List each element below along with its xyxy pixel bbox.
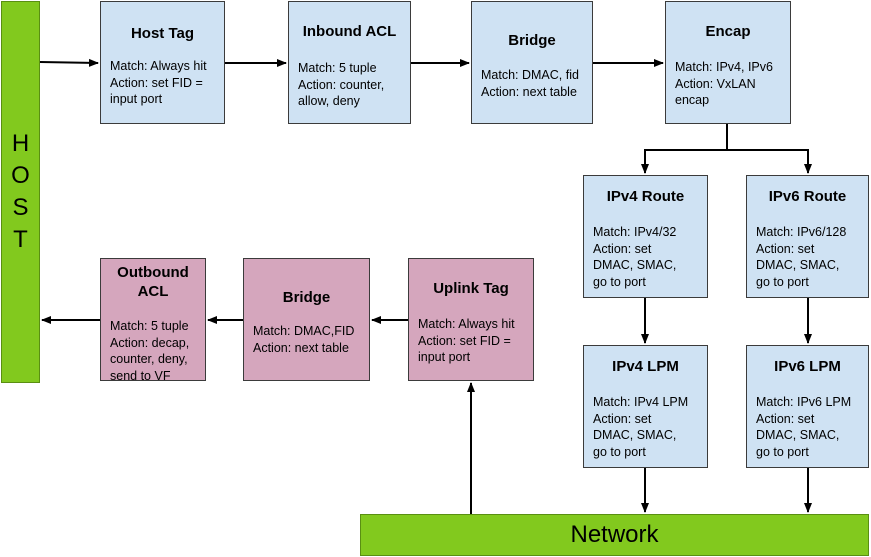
box-body: Match: IPv6 LPM Action: set DMAC, SMAC, … bbox=[756, 395, 852, 459]
box-body: Match: DMAC, fid Action: next table bbox=[481, 68, 579, 99]
network-bar: Network bbox=[360, 514, 869, 556]
box-title: Uplink Tag bbox=[433, 280, 509, 297]
arrow-encap-to-ipv6-route bbox=[727, 149, 812, 174]
box-body: Match: IPv4, IPv6 Action: VxLAN encap bbox=[675, 60, 773, 107]
box-body: Match: 5 tuple Action: decap, counter, d… bbox=[110, 319, 190, 383]
uplink-tag-box: Uplink Tag Match: Always hit Action: set… bbox=[408, 258, 534, 381]
ipv6-route-box: IPv6 Route Match: IPv6/128 Action: set D… bbox=[746, 175, 869, 298]
ipv4-lpm-box: IPv4 LPM Match: IPv4 LPM Action: set DMA… bbox=[583, 345, 708, 468]
host-letter: O bbox=[11, 162, 30, 189]
host-label: H O S T bbox=[2, 2, 39, 382]
box-title: Outbound ACL bbox=[117, 264, 189, 300]
box-body: Match: IPv4/32 Action: set DMAC, SMAC, g… bbox=[593, 225, 677, 289]
box-body: Match: 5 tuple Action: counter, allow, d… bbox=[298, 61, 385, 108]
box-body: Match: IPv6/128 Action: set DMAC, SMAC, … bbox=[756, 225, 847, 289]
bridge-top-box: Bridge Match: DMAC, fid Action: next tab… bbox=[471, 1, 593, 124]
box-title: IPv6 LPM bbox=[774, 358, 841, 375]
host-tag-box: Host Tag Match: Always hit Action: set F… bbox=[100, 1, 225, 124]
inbound-acl-box: Inbound ACL Match: 5 tuple Action: count… bbox=[288, 1, 411, 124]
box-body: Match: Always hit Action: set FID = inpu… bbox=[418, 317, 515, 364]
box-title: IPv6 Route bbox=[768, 188, 847, 205]
bridge-bottom-box: Bridge Match: DMAC,FID Action: next tabl… bbox=[243, 258, 370, 381]
box-title: IPv4 Route bbox=[606, 188, 685, 205]
box-title: Encap bbox=[705, 23, 751, 40]
box-title: Inbound ACL bbox=[302, 23, 397, 40]
box-title: Host Tag bbox=[130, 25, 195, 42]
host-letter: S bbox=[12, 194, 29, 221]
box-title: IPv4 LPM bbox=[612, 358, 679, 375]
host-letter: T bbox=[13, 226, 28, 253]
box-title: Bridge bbox=[282, 289, 331, 306]
box-title: Bridge bbox=[508, 32, 556, 49]
host-letter: H bbox=[11, 130, 30, 157]
host-bar: H O S T bbox=[1, 1, 40, 383]
arrow-host-to-host-tag bbox=[39, 58, 99, 67]
arrow-encap-to-ipv4-route bbox=[641, 149, 727, 174]
box-body: Match: IPv4 LPM Action: set DMAC, SMAC, … bbox=[593, 395, 689, 459]
outbound-acl-box: Outbound ACL Match: 5 tuple Action: deca… bbox=[100, 258, 206, 383]
ipv4-route-box: IPv4 Route Match: IPv4/32 Action: set DM… bbox=[583, 175, 708, 298]
ipv6-lpm-box: IPv6 LPM Match: IPv6 LPM Action: set DMA… bbox=[746, 345, 869, 468]
network-label: Network bbox=[570, 521, 659, 548]
box-body: Match: DMAC,FID Action: next table bbox=[253, 324, 355, 355]
box-body: Match: Always hit Action: set FID = inpu… bbox=[110, 59, 207, 106]
encap-box: Encap Match: IPv4, IPv6 Action: VxLAN en… bbox=[665, 1, 791, 124]
